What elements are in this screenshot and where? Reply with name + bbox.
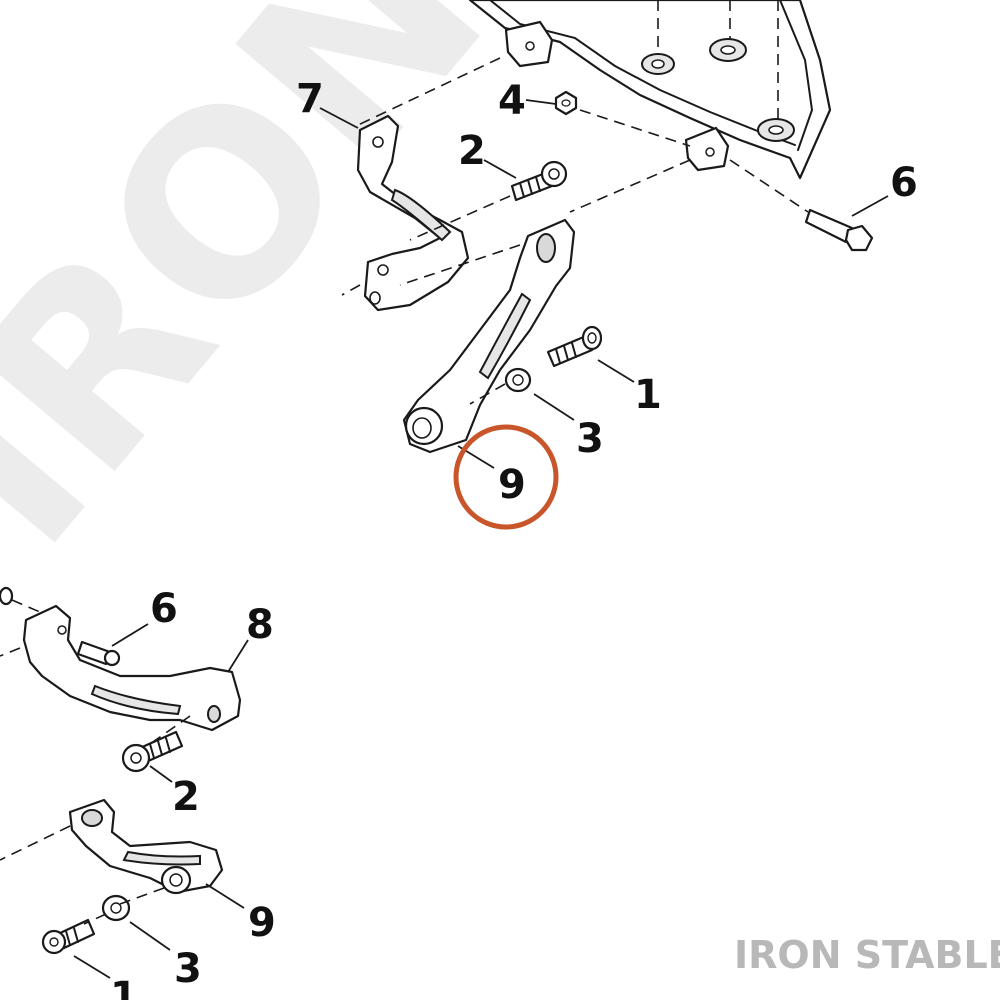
part-8-bracket	[22, 604, 242, 732]
part-7-bracket	[356, 114, 470, 312]
callout-top-2: 2	[458, 128, 486, 174]
callout-top-4: 4	[498, 78, 526, 124]
callout-top-1: 1	[634, 372, 662, 418]
part-2-bolt-top	[510, 160, 568, 202]
part-4-nut	[554, 90, 578, 116]
callout-top-7: 7	[296, 76, 324, 122]
part-9-arm-top	[402, 218, 576, 454]
part-6-pin-bottom	[76, 640, 121, 667]
callout-bottom-9: 9	[248, 900, 276, 946]
callout-top-3: 3	[576, 416, 604, 462]
callout-bottom-1: 1	[110, 974, 138, 1000]
brand-logo-text: IRON STABLE	[734, 933, 1000, 977]
part-1-bolt-bottom	[41, 918, 96, 955]
part-fragment-left	[0, 586, 14, 606]
callout-top-6: 6	[890, 160, 918, 206]
callout-bottom-8: 8	[246, 602, 274, 648]
part-2-bolt-bottom	[121, 730, 184, 773]
part-6-pin-top	[804, 208, 874, 252]
callout-bottom-6: 6	[150, 586, 178, 632]
part-3-washer-bottom	[101, 894, 131, 922]
callout-bottom-2: 2	[172, 774, 200, 820]
part-9-arm-bottom	[68, 798, 224, 895]
frame-rail	[468, 0, 832, 180]
callout-top-9: 9	[498, 462, 526, 508]
part-1-bolt-top	[546, 325, 603, 368]
highlight-circle	[453, 424, 559, 530]
part-3-washer-top	[504, 367, 532, 393]
callout-bottom-3: 3	[174, 946, 202, 992]
